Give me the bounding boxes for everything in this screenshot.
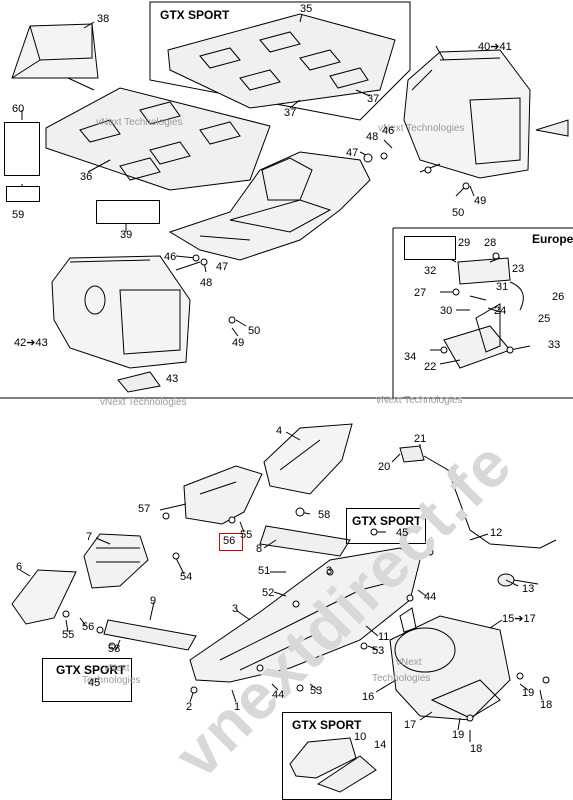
watermark-5: vNext — [104, 663, 130, 674]
part-label-57: 57 — [138, 503, 151, 515]
part-label-58a: 58 — [318, 509, 331, 521]
part-label-34: 34 — [404, 351, 417, 363]
decal-59 — [6, 186, 40, 202]
part-label-43: 43 — [166, 373, 179, 385]
part-label-6: 6 — [16, 561, 23, 573]
decal-39 — [96, 200, 160, 224]
part-label-39: 39 — [120, 229, 133, 241]
part-label-7: 7 — [86, 531, 93, 543]
part-label-21: 21 — [414, 433, 427, 445]
part-label-48a: 48 — [366, 131, 379, 143]
part-label-45b: 45 — [88, 677, 101, 689]
part-label-46a: 46 — [382, 125, 395, 137]
part-label-13: 13 — [522, 583, 535, 595]
part-label-19b: 19 — [452, 729, 465, 741]
part-label-1: 1 — [234, 701, 241, 713]
part-label-44b: 44 — [272, 689, 285, 701]
decal-60 — [4, 122, 40, 176]
watermark-2: vNext Technologies — [378, 123, 465, 134]
part-label-38: 38 — [97, 13, 110, 25]
part-label-28: 28 — [484, 237, 497, 249]
part-label-35: 35 — [300, 3, 313, 15]
part-label-44a: 44 — [424, 591, 437, 603]
part-label-47a: 47 — [346, 147, 359, 159]
part-label-27: 27 — [414, 287, 427, 299]
part-label-55a: 55 — [240, 529, 253, 541]
part-label-3b: 3 — [232, 603, 239, 615]
part-label-50b: 50 — [248, 325, 261, 337]
part-label-15-17: 15➔17 — [502, 613, 536, 625]
part-label-12: 12 — [490, 527, 503, 539]
part-label-46b: 46 — [164, 251, 177, 263]
gtx-sport-box-mid — [346, 508, 426, 544]
part-label-37a: 37 — [367, 93, 380, 105]
part-label-19a: 19 — [522, 687, 535, 699]
part-label-10: 10 — [354, 731, 367, 743]
part-label-17: 17 — [404, 719, 417, 731]
part-label-33: 33 — [548, 339, 561, 351]
part-label-36: 36 — [80, 171, 93, 183]
gtx-sport-title-top: GTX SPORT — [160, 8, 230, 22]
part-label-11: 11 — [378, 631, 390, 643]
part-label-59: 59 — [12, 209, 25, 221]
part-label-18a: 18 — [540, 699, 553, 711]
part-label-49a: 49 — [474, 195, 487, 207]
part-label-2: 2 — [186, 701, 193, 713]
part-label-26: 26 — [552, 291, 565, 303]
part-label-55b: 55 — [62, 629, 75, 641]
part-label-32: 32 — [424, 265, 437, 277]
watermark-6: Technologies — [82, 675, 141, 686]
part-label-40-41: 40➔41 — [478, 41, 512, 53]
gtx-sport-title-mid: GTX SPORT — [352, 514, 422, 528]
part-label-53b: 53 — [310, 685, 323, 697]
gtx-sport-title-bottom: GTX SPORT — [292, 718, 362, 732]
decal-32 — [404, 236, 456, 260]
part-label-48b: 48 — [200, 277, 213, 289]
part-label-14: 14 — [374, 739, 387, 751]
part-label-16: 16 — [362, 691, 375, 703]
part-label-30: 30 — [440, 305, 453, 317]
part-label-56a[interactable]: 56 — [223, 535, 236, 547]
part-label-20: 20 — [378, 461, 391, 473]
part-label-8: 8 — [256, 543, 263, 555]
part-label-31: 31 — [496, 281, 509, 293]
watermark-7: vNext — [396, 657, 422, 668]
part-label-23: 23 — [512, 263, 525, 275]
watermark-1: vNext Technologies — [96, 117, 183, 128]
europe-title: Europe — [532, 232, 573, 246]
part-label-25: 25 — [538, 313, 551, 325]
part-label-18b: 18 — [470, 743, 483, 755]
watermark-8: Technologies — [372, 673, 431, 684]
part-label-37b: 37 — [284, 107, 297, 119]
part-label-24: 24 — [494, 305, 507, 317]
part-label-60: 60 — [12, 103, 25, 115]
part-label-51: 51 — [258, 565, 271, 577]
part-label-22: 22 — [424, 361, 437, 373]
part-label-54: 54 — [180, 571, 193, 583]
gtx-sport-title-left: GTX SPORT — [56, 663, 126, 677]
part-label-47b: 47 — [216, 261, 229, 273]
part-label-50a: 50 — [452, 207, 465, 219]
part-label-29: 29 — [458, 237, 471, 249]
part-label-52: 52 — [262, 587, 275, 599]
watermark-4: vNext Technologies — [376, 395, 463, 406]
part-label-58b: 58 — [108, 643, 121, 655]
part-label-3a: 3 — [326, 565, 333, 577]
part-label-45a: 45 — [396, 527, 409, 539]
gtx-sport-box-left — [42, 658, 132, 702]
part-label-42-43: 42➔43 — [14, 337, 48, 349]
highlighted-part-box — [219, 533, 243, 551]
part-label-49b: 49 — [232, 337, 245, 349]
watermark-3: vNext Technologies — [100, 397, 187, 408]
part-label-9: 9 — [150, 595, 157, 607]
part-label-4: 4 — [276, 425, 283, 437]
part-label-56b: 56 — [82, 621, 95, 633]
part-label-53a: 53 — [372, 645, 385, 657]
